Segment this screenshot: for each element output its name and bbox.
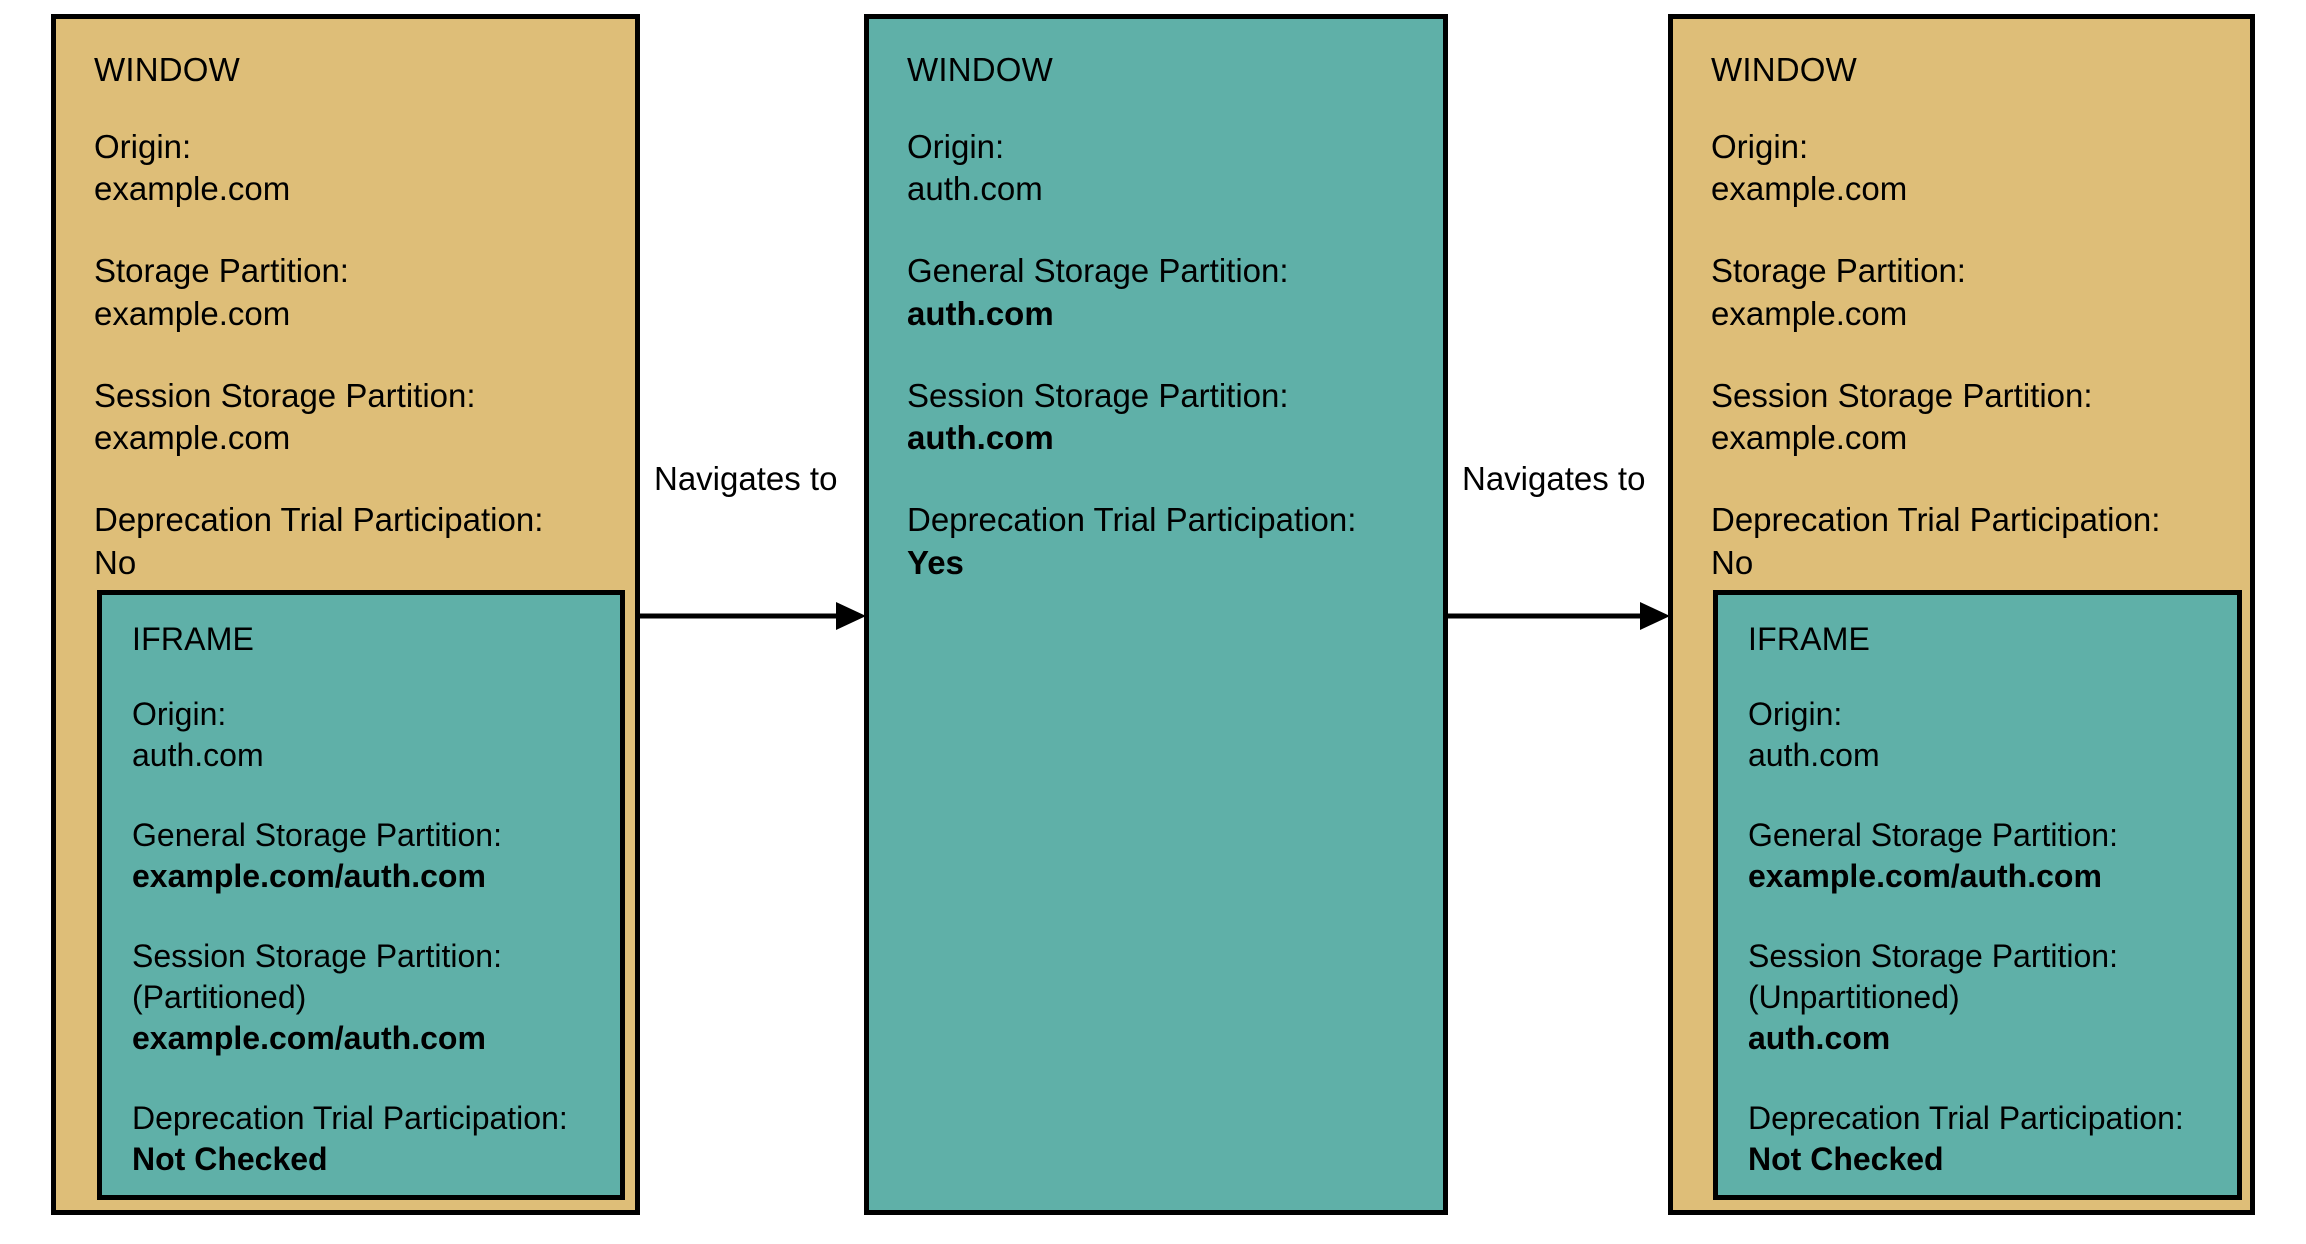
field-value: Yes: [907, 543, 964, 581]
field-value: auth.com: [1748, 736, 1880, 773]
field-value: auth.com: [907, 419, 1054, 457]
field-label: Session Storage Partition:: [1748, 937, 2118, 974]
field-value: Not Checked: [132, 1140, 328, 1177]
field-value: example.com: [94, 170, 291, 208]
panel-3-field-session-storage-partition: Session Storage Partition: example.com: [1711, 375, 2212, 459]
panel-1-field-deprecation-trial: Deprecation Trial Participation: No: [94, 499, 597, 583]
field-label: Deprecation Trial Participation:: [94, 501, 544, 539]
field-label: Origin:: [907, 128, 1005, 165]
field-label: Deprecation Trial Participation:: [907, 501, 1357, 539]
iframe-3-field-origin: Origin: auth.com: [1748, 694, 2207, 776]
field-value: Not Checked: [1748, 1140, 1944, 1177]
iframe-3-field-general-storage-partition: General Storage Partition: example.com/a…: [1748, 815, 2207, 897]
field-value: auth.com: [907, 294, 1054, 332]
iframe-panel-1: IFRAME Origin: auth.com General Storage …: [97, 590, 625, 1200]
field-label: Origin:: [1748, 696, 1843, 732]
iframe-1-field-general-storage-partition: General Storage Partition: example.com/a…: [132, 815, 590, 897]
field-value: No: [94, 543, 137, 581]
iframe-1-field-origin: Origin: auth.com: [132, 694, 590, 776]
arrow-label-2: Navigates to: [1462, 460, 1646, 497]
field-label: General Storage Partition:: [132, 816, 502, 853]
field-value: example.com/auth.com: [132, 1019, 486, 1056]
field-value: example.com: [1711, 170, 1908, 208]
field-value: example.com/auth.com: [132, 857, 486, 894]
field-label: Deprecation Trial Participation:: [1711, 501, 2161, 539]
field-value: example.com: [94, 294, 291, 332]
panel-1-field-storage-partition: Storage Partition: example.com: [94, 250, 597, 334]
iframe-1-field-deprecation-trial: Deprecation Trial Participation: Not Che…: [132, 1098, 590, 1180]
iframe-1-title: IFRAME: [132, 621, 255, 657]
field-label: General Storage Partition:: [907, 252, 1289, 290]
window-panel-1: WINDOW Origin: example.com Storage Parti…: [51, 14, 640, 1215]
panel-1-title: WINDOW: [94, 51, 240, 88]
window-panel-3: WINDOW Origin: example.com Storage Parti…: [1668, 14, 2255, 1215]
field-value: auth.com: [1748, 1019, 1891, 1056]
iframe-3-field-deprecation-trial: Deprecation Trial Participation: Not Che…: [1748, 1098, 2207, 1180]
field-label: Origin:: [132, 696, 227, 732]
field-label: Deprecation Trial Participation:: [1748, 1099, 2184, 1136]
field-label: Deprecation Trial Participation:: [132, 1099, 568, 1136]
field-value: auth.com: [132, 736, 264, 773]
panel-3-title: WINDOW: [1711, 51, 1857, 88]
field-label: Origin:: [94, 128, 192, 165]
field-value: auth.com: [907, 170, 1043, 208]
panel-3-field-deprecation-trial: Deprecation Trial Participation: No: [1711, 499, 2212, 583]
field-value: No: [1711, 543, 1754, 581]
panel-3-field-storage-partition: Storage Partition: example.com: [1711, 250, 2212, 334]
arrow-label-1: Navigates to: [654, 460, 838, 497]
field-sublabel: (Partitioned): [132, 978, 307, 1015]
iframe-3-field-session-storage-partition: Session Storage Partition: (Unpartitione…: [1748, 936, 2207, 1059]
iframe-panel-3: IFRAME Origin: auth.com General Storage …: [1713, 590, 2242, 1200]
iframe-1-field-session-storage-partition: Session Storage Partition: (Partitioned)…: [132, 936, 590, 1059]
field-value: example.com: [94, 419, 291, 457]
field-label: Storage Partition:: [1711, 252, 1966, 290]
field-label: Storage Partition:: [94, 252, 349, 290]
field-label: Origin:: [1711, 128, 1809, 165]
panel-1-field-origin: Origin: example.com: [94, 126, 597, 210]
field-label: General Storage Partition:: [1748, 816, 2118, 853]
field-label: Session Storage Partition:: [132, 937, 502, 974]
panel-2-field-origin: Origin: auth.com: [907, 126, 1405, 210]
panel-2-title: WINDOW: [907, 51, 1053, 88]
panel-1-field-session-storage-partition: Session Storage Partition: example.com: [94, 375, 597, 459]
field-value: example.com/auth.com: [1748, 857, 2102, 894]
window-panel-2: WINDOW Origin: auth.com General Storage …: [864, 14, 1448, 1215]
panel-2-field-session-storage-partition: Session Storage Partition: auth.com: [907, 375, 1405, 459]
panel-2-field-general-storage-partition: General Storage Partition: auth.com: [907, 250, 1405, 334]
panel-2-field-deprecation-trial: Deprecation Trial Participation: Yes: [907, 499, 1405, 583]
field-label: Session Storage Partition:: [94, 376, 476, 414]
field-value: example.com: [1711, 419, 1908, 457]
field-label: Session Storage Partition:: [907, 376, 1289, 414]
iframe-3-title: IFRAME: [1748, 621, 1871, 657]
navigates-to-arrow-1: [640, 602, 866, 630]
panel-3-field-origin: Origin: example.com: [1711, 126, 2212, 210]
field-sublabel: (Unpartitioned): [1748, 978, 1960, 1015]
field-label: Session Storage Partition:: [1711, 376, 2093, 414]
field-value: example.com: [1711, 294, 1908, 332]
navigates-to-arrow-2: [1448, 602, 1670, 630]
